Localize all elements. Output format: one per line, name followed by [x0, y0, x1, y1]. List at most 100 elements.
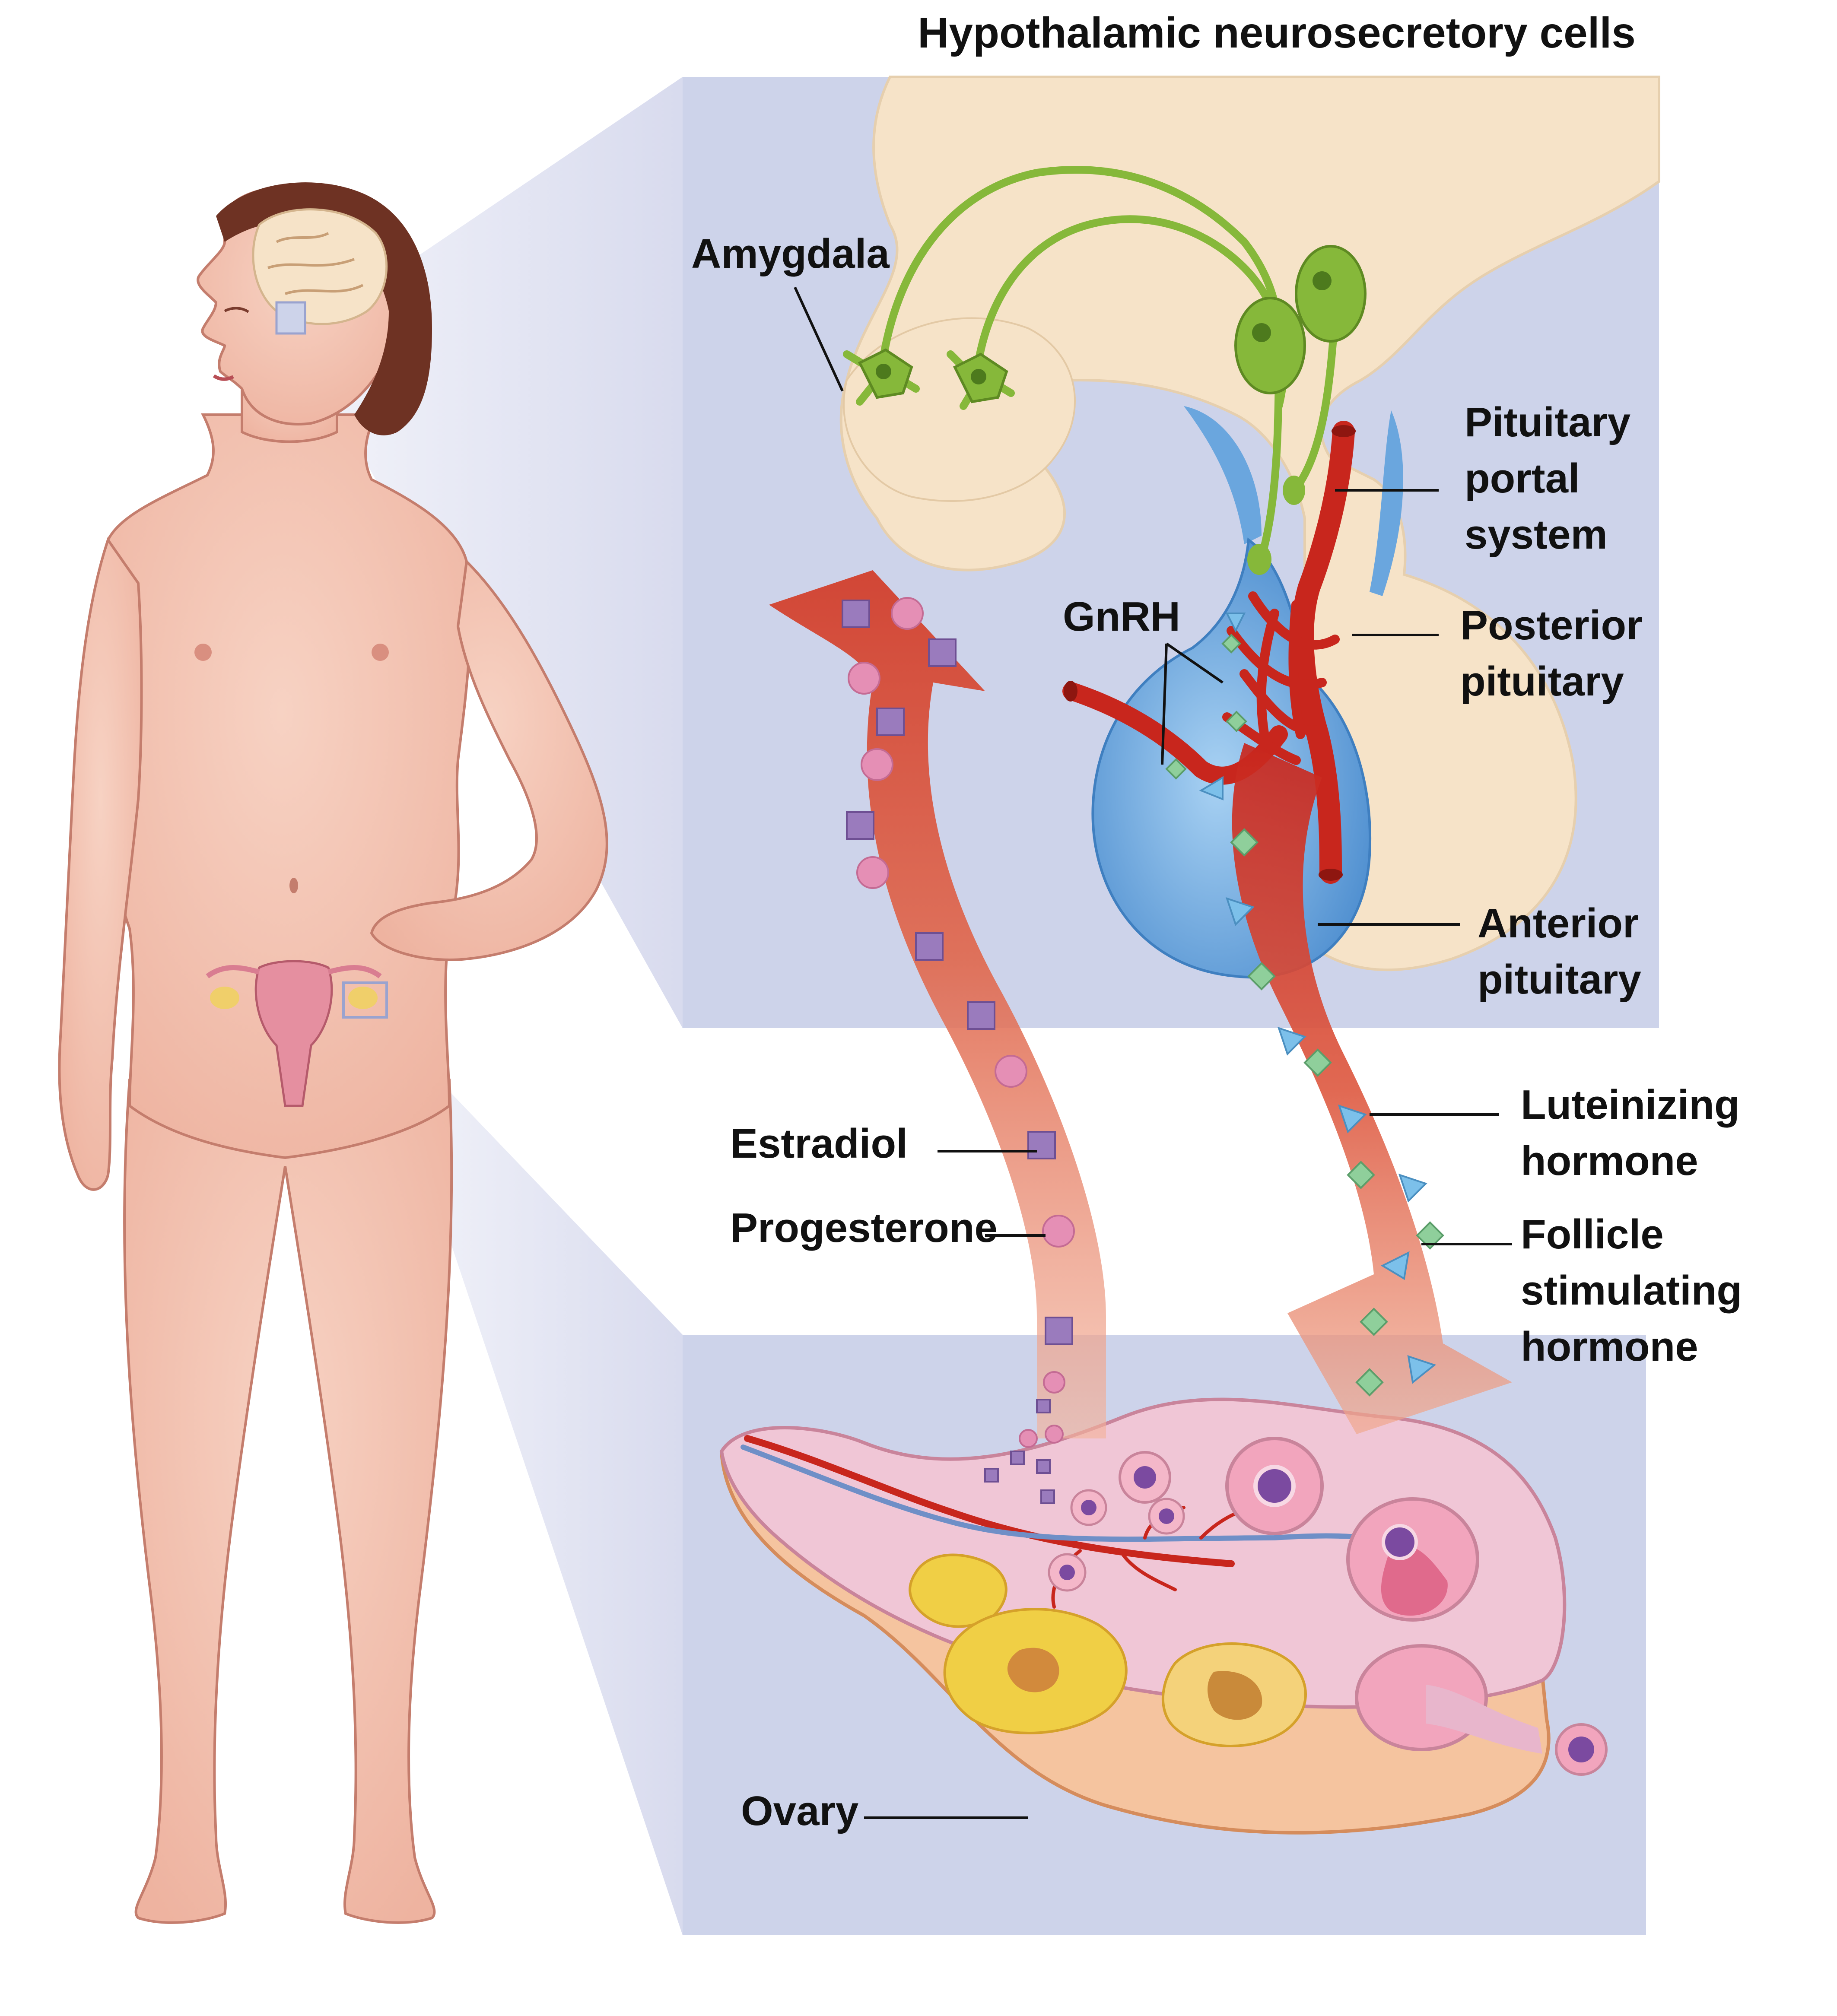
estradiol-molecule	[876, 708, 905, 736]
neuron-terminal-2	[1283, 476, 1305, 505]
gnrh-leader-2	[1166, 642, 1224, 684]
figure-brain-folds	[267, 232, 364, 295]
primordial-follicle-2-oocyte	[1081, 1500, 1096, 1515]
anterior-pituitary-label-line-2: pituitary	[1478, 956, 1641, 1003]
estradiol-molecule	[1040, 1489, 1055, 1504]
estradiol-molecule	[1036, 1459, 1051, 1474]
neuron-terminal-1	[1247, 544, 1271, 575]
posterior-pituitary-label-line-2: pituitary	[1460, 658, 1624, 705]
progesterone-molecule	[891, 597, 924, 630]
progesterone-molecules	[848, 597, 1075, 1448]
lh-molecule	[1277, 1026, 1306, 1056]
figure-mouth	[213, 374, 234, 381]
pituitary-portal-label-line-3: system	[1465, 511, 1608, 558]
ovary-vein	[741, 1445, 1376, 1542]
anterior-pituitary-label-line-1: Anterior	[1478, 900, 1639, 946]
lh-molecule	[1225, 897, 1255, 926]
figure-left-arm	[58, 537, 143, 1191]
pituitary-portal-label-line-1: Pituitary	[1465, 399, 1630, 445]
figure-nipple-left	[194, 644, 212, 661]
corpus-albicans-center	[1208, 1671, 1262, 1720]
neuron-nucleus-2	[971, 369, 986, 384]
estradiol-molecule	[1010, 1451, 1025, 1465]
neuron-nucleus-3	[1252, 323, 1271, 342]
posterior-pituitary-label-line-1: Posterior	[1460, 602, 1642, 648]
amygdala-leader	[794, 286, 844, 392]
released-oocyte-core	[1568, 1737, 1594, 1762]
pituitary-stalk-left	[1184, 406, 1262, 544]
lh-molecule	[1225, 613, 1246, 633]
figure-nipple-right	[372, 644, 389, 661]
lh-molecule	[1380, 1251, 1410, 1280]
lh-label-line-1: Luteinizing	[1521, 1082, 1740, 1128]
estradiol-label: Estradiol	[730, 1121, 908, 1167]
amygdala-label: Amygdala	[691, 231, 890, 277]
diagram-title: Hypothalamic neurosecretory cells	[918, 9, 1636, 57]
fsh-molecule	[1347, 1161, 1375, 1189]
portal-vessels	[1062, 421, 1355, 884]
progesterone-molecule	[1042, 1215, 1075, 1248]
figure-ovary-right	[348, 987, 378, 1009]
follicles	[909, 1437, 1608, 1776]
fsh-molecule	[1226, 711, 1247, 732]
ovary-panel	[683, 1335, 1646, 1935]
estradiol-molecule	[1036, 1399, 1051, 1413]
figure-right-arm	[370, 559, 608, 961]
estradiol-molecule	[1027, 1131, 1056, 1159]
lh-molecule	[1398, 1173, 1427, 1203]
graafian-follicle-antrum	[1381, 1545, 1448, 1616]
primordial-follicle-4-oocyte	[1059, 1565, 1075, 1580]
ovary-artery	[744, 1435, 1235, 1567]
figure-legs	[123, 1079, 453, 1924]
graafian-follicle-oocyte	[1382, 1524, 1418, 1560]
corpus-luteum-large-center	[1007, 1648, 1059, 1692]
progesterone-molecule	[1043, 1371, 1065, 1394]
fsh-molecule	[1247, 962, 1276, 991]
hormone-flow-arrows	[769, 570, 1512, 1438]
lh-molecule	[1338, 1104, 1367, 1133]
neuron-nucleus-1	[876, 364, 891, 379]
progesterone-molecule	[856, 856, 889, 889]
neuron-body-3	[1234, 297, 1306, 394]
ovary-label: Ovary	[741, 1788, 858, 1834]
gnrh-leader-1	[1161, 643, 1168, 765]
lh-label-line-2: hormone	[1521, 1138, 1698, 1184]
figure-reproductive-organs	[206, 960, 388, 1107]
gnrh-label: GnRH	[1063, 594, 1180, 640]
estradiol-molecules	[842, 600, 1073, 1504]
portal-vessel-top-opening	[1332, 425, 1356, 437]
figure-ovary-left	[210, 987, 239, 1009]
figure-pituitary-zoom-box	[275, 301, 306, 335]
portal-vessel-main	[1291, 421, 1355, 884]
progesterone-molecule	[861, 748, 893, 781]
lh-molecule	[1199, 776, 1224, 800]
lh-molecules	[1199, 613, 1437, 1384]
estradiol-molecule	[928, 638, 957, 667]
estradiol-molecule	[846, 811, 874, 840]
portal-vessel-bottom-opening	[1319, 869, 1343, 881]
fsh-molecule	[1221, 634, 1241, 654]
labels: Hypothalamic neurosecretory cells Amygda…	[691, 9, 1742, 1834]
estradiol-molecule	[967, 1001, 995, 1030]
primordial-follicle-1-oocyte	[1134, 1466, 1156, 1489]
lh-molecule	[1407, 1355, 1437, 1384]
progesterone-molecule	[1045, 1425, 1064, 1444]
fsh-molecule	[1303, 1048, 1332, 1077]
progesterone-label: Progesterone	[730, 1205, 998, 1251]
pituitary-to-ovary-arrow	[1232, 743, 1512, 1434]
figure-fallopian-tubes	[206, 965, 382, 978]
portal-capillaries	[1222, 591, 1340, 765]
neuron-nucleus-4	[1313, 271, 1332, 290]
estradiol-molecule	[915, 932, 944, 961]
estradiol-molecule	[984, 1468, 999, 1483]
fsh-molecule	[1360, 1308, 1388, 1336]
leader-lines	[794, 286, 1512, 1819]
progesterone-molecule	[1019, 1429, 1038, 1448]
secondary-follicle-oocyte	[1253, 1465, 1296, 1507]
neuron-body-4	[1295, 245, 1367, 343]
fsh-molecule	[1355, 1368, 1384, 1397]
figure-ovary-zoom-box	[342, 981, 388, 1019]
fsh-molecules	[1165, 634, 1444, 1397]
fsh-molecule	[1165, 758, 1187, 780]
